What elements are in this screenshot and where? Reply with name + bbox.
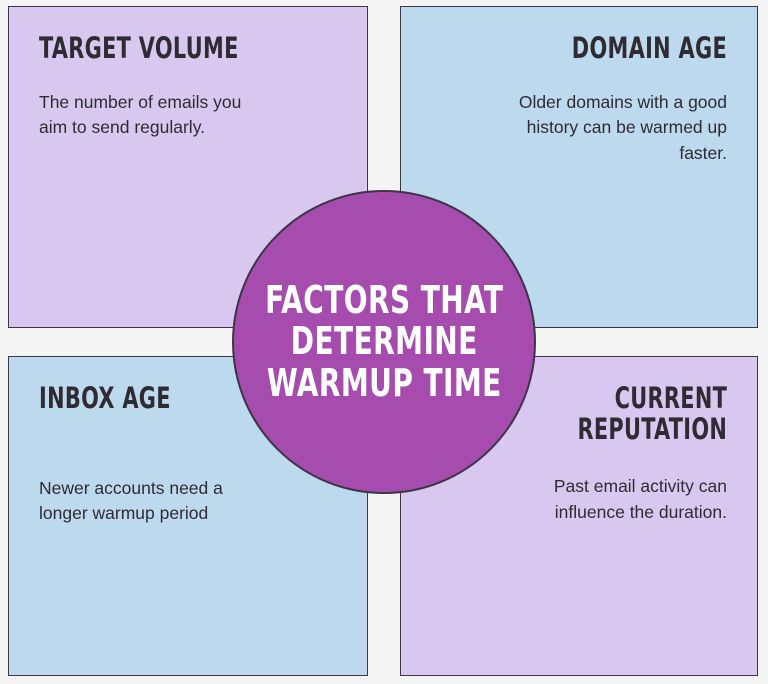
quadrant-title-current-reputation: CURRENT REPUTATION (577, 381, 727, 446)
center-title: FACTORS THAT DETERMINE WARMUP TIME (264, 278, 504, 405)
quadrant-title-target-volume: TARGET VOLUME (39, 31, 239, 65)
quadrant-target-volume: TARGET VOLUME The number of emails you a… (8, 6, 368, 328)
quadrant-body-current-reputation: Past email activity can influence the du… (553, 476, 727, 523)
quadrant-title-domain-age: DOMAIN AGE (571, 31, 727, 65)
quadrant-body-target-volume: The number of emails you aim to send reg… (39, 91, 242, 138)
center-circle: FACTORS THAT DETERMINE WARMUP TIME (232, 190, 536, 494)
quadrant-title-inbox-age: INBOX AGE (39, 381, 171, 415)
quadrant-body-domain-age: Older domains with a good history can be… (518, 91, 727, 164)
quadrant-body-inbox-age: Newer accounts need a longer warmup peri… (39, 477, 223, 524)
